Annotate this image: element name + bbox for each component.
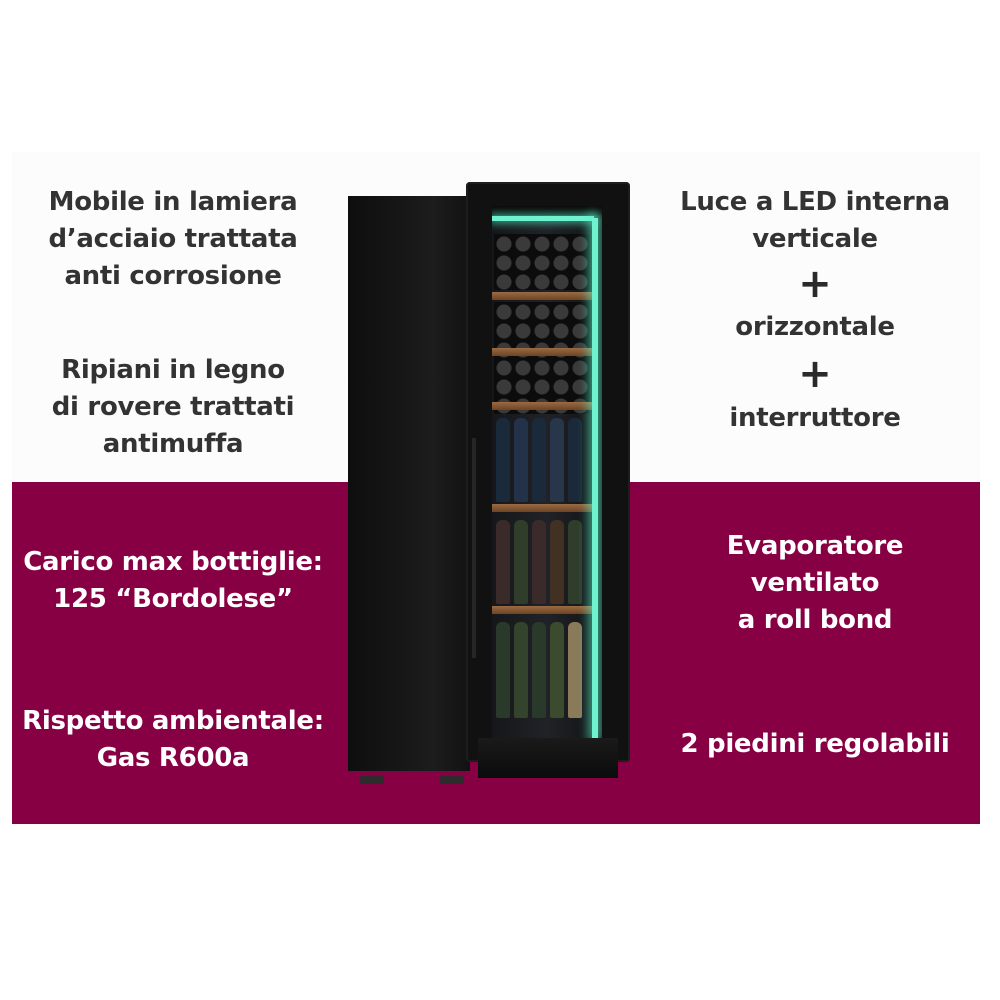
bottle bbox=[496, 418, 510, 502]
bottle bbox=[550, 622, 564, 718]
adjustable-foot bbox=[360, 776, 384, 784]
bottle bbox=[568, 418, 582, 502]
bottle bbox=[496, 520, 510, 604]
adjustable-foot bbox=[440, 776, 464, 784]
bottle bbox=[514, 418, 528, 502]
bottle bbox=[514, 520, 528, 604]
cabinet-base bbox=[478, 738, 618, 778]
control-panel bbox=[492, 206, 602, 215]
bottle bbox=[568, 622, 582, 718]
bottle bbox=[550, 418, 564, 502]
cabinet-glass bbox=[492, 206, 602, 746]
bottle bbox=[550, 520, 564, 604]
bottle bbox=[514, 622, 528, 718]
feature-cabinet-material: Mobile in lamiera d’acciaio trattata ant… bbox=[48, 187, 298, 291]
wood-shelf bbox=[492, 504, 592, 512]
door-handle bbox=[472, 438, 476, 658]
feature-horizontal: orizzontale bbox=[735, 312, 895, 342]
feature-switch: interruttore bbox=[729, 403, 901, 433]
feature-evaporator: Evaporatore ventilato a roll bond bbox=[726, 531, 904, 635]
wood-shelf bbox=[492, 348, 592, 356]
bottle bbox=[532, 520, 546, 604]
feature-shelves: Ripiani in legno di rovere trattati anti… bbox=[51, 355, 295, 459]
bottle bbox=[532, 418, 546, 502]
wine-cabinet-icon bbox=[340, 178, 640, 790]
bottle bbox=[496, 622, 510, 718]
bottle bbox=[568, 520, 582, 604]
wood-shelf bbox=[492, 402, 592, 410]
feature-environment: Rispetto ambientale: Gas R600a bbox=[22, 706, 324, 773]
feature-adjustable-feet: 2 piedini regolabili bbox=[680, 729, 950, 759]
bottle-row bbox=[494, 234, 590, 290]
wood-shelf bbox=[492, 292, 592, 300]
led-strip-horizontal bbox=[492, 216, 594, 221]
plus-icon: + bbox=[798, 351, 832, 397]
plus-icon: + bbox=[798, 261, 832, 307]
cabinet-side bbox=[348, 196, 470, 771]
feature-led-light: Luce a LED interna verticale bbox=[680, 187, 950, 254]
led-strip-vertical bbox=[592, 218, 598, 738]
wood-shelf bbox=[492, 606, 592, 614]
bottle bbox=[532, 622, 546, 718]
feature-max-load: Carico max bottiglie: 125 “Bordolese” bbox=[23, 547, 323, 614]
